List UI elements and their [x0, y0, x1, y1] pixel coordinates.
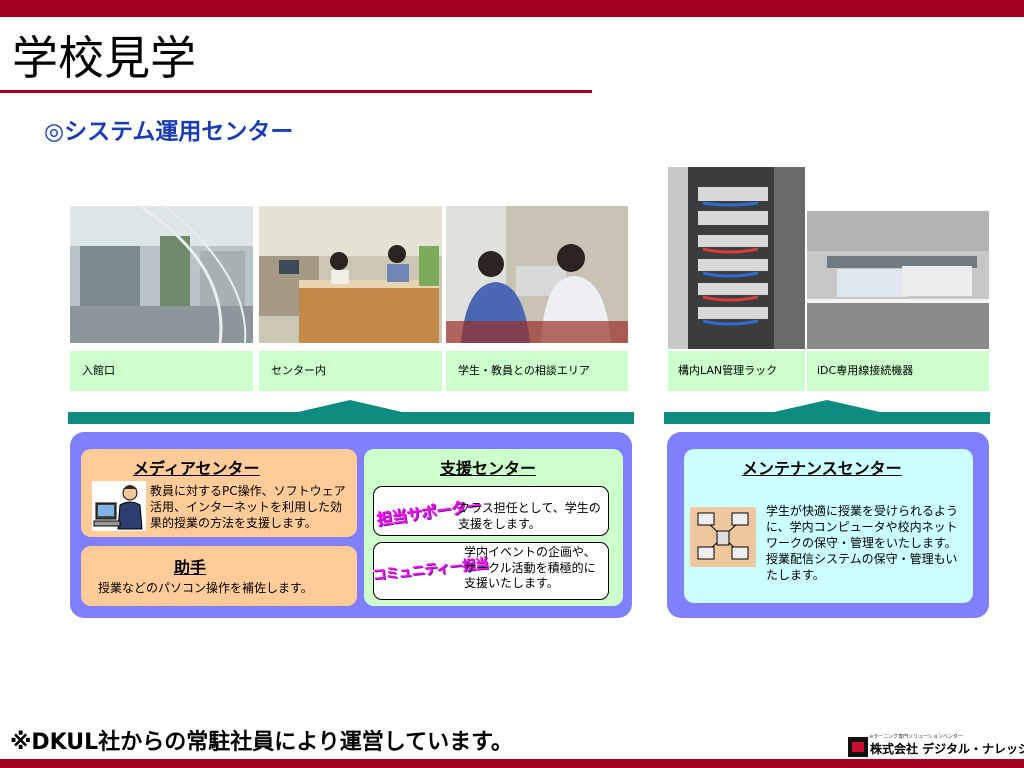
support-center-title: 支援センター: [440, 459, 537, 478]
logo-tagline: eラーニング専門ソリューションベンダー: [870, 734, 963, 740]
caption-idc: iDC専用線接続機器: [807, 351, 989, 391]
photo-center-interior: [259, 206, 442, 343]
maintenance-center-box: メンテナンスセンター 学生が快適に授業を受けられるように、学内コンピュータや校内…: [684, 449, 973, 603]
maintenance-center-text: 学生が快適に授業を受けられるように、学内コンピュータや校内ネットワークの保守・管…: [766, 504, 959, 582]
tanto-supporter-bubble: 担当サポーター クラス担任として、学生の支援をします。: [373, 486, 609, 536]
company-logo: eラーニング専門ソリューションベンダー 株式会社 デジタル・ナレッジ: [848, 734, 1024, 758]
title-underline: [0, 90, 592, 93]
photo-idc-equipment: [807, 211, 989, 349]
page-title: 学校見学: [12, 31, 196, 85]
section-subtitle: ◎システム運用センター: [44, 119, 294, 145]
photo-entrance: [70, 206, 253, 343]
caption-lan: 構内LAN管理ラック: [668, 351, 805, 391]
bottom-brand-bar: [0, 759, 1024, 768]
community-bubble: コミュニティー担当 学内イベントの企画や、サークル活動を積極的に支援いたします。: [372, 542, 609, 600]
left-services-panel: メディアセンター 教員に対するPC操作、ソフトウェア活用、インターネットを利用し…: [70, 432, 632, 618]
support-center-box: 支援センター 担当サポーター クラス担任として、学生の支援をします。 コミュニテ…: [364, 449, 623, 606]
caption-consult: 学生・教員との相談エリア: [446, 351, 628, 391]
network-computers-icon: [690, 507, 756, 567]
assistant-text: 授業などのパソコン操作を補佐します。: [98, 581, 313, 595]
media-center-box: メディアセンター 教員に対するPC操作、ソフトウェア活用、インターネットを利用し…: [81, 449, 357, 537]
photo-lan-rack: [668, 167, 805, 349]
footer-note: ※DKUL社からの常駐社員により運営しています。: [10, 730, 513, 755]
community-text: 学内イベントの企画や、サークル活動を積極的に支援いたします。: [464, 545, 596, 590]
caption-entrance: 入館口: [70, 351, 253, 391]
teacher-at-pc-icon: [92, 481, 146, 531]
bracket-bar-left: [68, 400, 634, 424]
logo-company-name: 株式会社 デジタル・ナレッジ: [870, 742, 1024, 756]
maintenance-center-title: メンテナンスセンター: [742, 459, 902, 478]
logo-mark-icon: [848, 737, 868, 757]
bracket-bar-right: [664, 400, 990, 424]
top-brand-bar: [0, 0, 1024, 17]
tanto-supporter-text: クラス担任として、学生の支援をします。: [458, 501, 601, 531]
assistant-title: 助手: [174, 558, 207, 577]
media-center-text: 教員に対するPC操作、ソフトウェア活用、インターネットを利用した効果的授業の方法…: [150, 484, 346, 530]
media-center-title: メディアセンター: [133, 459, 260, 478]
caption-center: センター内: [259, 351, 442, 391]
assistant-box: 助手 授業などのパソコン操作を補佐します。: [81, 546, 357, 606]
photo-consult-area: [446, 206, 628, 343]
right-services-panel: メンテナンスセンター 学生が快適に授業を受けられるように、学内コンピュータや校内…: [667, 432, 989, 618]
